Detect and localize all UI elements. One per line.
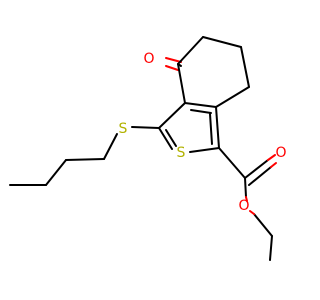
molecule-canvas: O S S O O xyxy=(9,36,287,261)
bond-ester-c-o-red xyxy=(245,196,248,202)
bond-ketone-double-inner xyxy=(165,65,179,71)
bond-c1-ester-c xyxy=(218,147,246,179)
bond-ring-c4-c3a xyxy=(177,63,186,104)
bond-c3a-c7a-inner xyxy=(190,109,212,114)
bond-c3-s-ring-inner xyxy=(165,129,177,147)
bond-c3-s-thioether xyxy=(131,126,160,129)
atom-label-carbonyl-oxygen: O xyxy=(275,145,286,161)
bond-o-ethyl-1 xyxy=(253,213,273,237)
bond-butyl-1-2 xyxy=(65,158,105,161)
atom-label-thiophene-sulfur: S xyxy=(177,145,186,161)
bond-c1-c7a-inner xyxy=(209,113,213,145)
bond-c3a-c3 xyxy=(158,102,186,129)
bond-s-butyl-1 xyxy=(103,133,118,160)
bond-ring-c5-c6 xyxy=(202,36,242,48)
atom-label-thioether-sulfur: S xyxy=(119,121,128,137)
bond-ethyl-1-2 xyxy=(269,235,273,261)
bond-ester-double-red-1 xyxy=(267,154,276,161)
bond-ester-double-2 xyxy=(248,166,272,186)
atom-label-ester-oxygen: O xyxy=(238,198,249,214)
bond-ester-double-1 xyxy=(244,159,269,179)
bond-ring-c4-c5 xyxy=(177,36,204,65)
bond-s-c1 xyxy=(189,147,220,153)
bond-o-ethyl-1-red xyxy=(249,210,255,215)
bond-ester-c-o xyxy=(244,177,247,198)
bond-ester-double-red-2 xyxy=(270,162,277,168)
molecule-structure: O S S O O xyxy=(9,36,287,261)
bond-ring-c7-c7a xyxy=(215,86,250,108)
bond-ketone-double-outer xyxy=(165,57,182,63)
bond-c1-c7a xyxy=(215,106,220,149)
bond-c3a-c7a xyxy=(184,102,217,108)
atom-label-ketone-oxygen: O xyxy=(143,51,154,67)
bond-ring-c6-c7 xyxy=(240,46,250,88)
bond-butyl-2-3 xyxy=(45,159,67,186)
bond-c3-s-ring xyxy=(158,127,173,150)
